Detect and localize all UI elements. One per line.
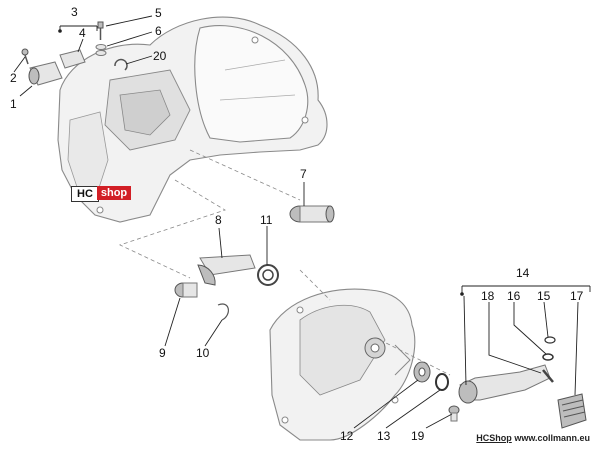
part-8-sector-gear xyxy=(197,254,256,286)
crankcase-lower xyxy=(269,288,416,441)
callout-4: 4 xyxy=(79,26,86,40)
part-4-clamp xyxy=(59,49,86,69)
leader-lines xyxy=(13,15,579,429)
callout-20: 20 xyxy=(153,49,167,63)
callout-16: 16 xyxy=(507,289,521,303)
part-16-washer xyxy=(542,353,554,361)
callout-6: 6 xyxy=(155,24,162,38)
part-1-starter-motor xyxy=(28,61,63,86)
part-19-screw xyxy=(448,405,460,422)
callout-13: 13 xyxy=(377,429,391,443)
footer-credit: HCShop www.collmann.eu xyxy=(476,433,590,443)
part-12-seal xyxy=(413,361,431,383)
callout-19: 19 xyxy=(411,429,425,443)
footer-brand: HCShop xyxy=(476,433,512,443)
callout-17: 17 xyxy=(570,289,584,303)
part-14-kick-lever xyxy=(458,364,551,404)
callout-12: 12 xyxy=(340,429,354,443)
bracket-3 xyxy=(58,25,98,33)
part-2-screw xyxy=(21,48,29,65)
part-9-pinion xyxy=(174,282,198,298)
callout-5: 5 xyxy=(155,6,162,20)
assembly-guide-lines xyxy=(118,149,451,376)
part-18-pin xyxy=(542,369,554,383)
footer-site: www.collmann.eu xyxy=(514,433,590,443)
callout-8: 8 xyxy=(215,213,222,227)
bracket-14 xyxy=(460,285,591,296)
watermark-hc-logo: HC xyxy=(71,186,99,202)
part-11-spring xyxy=(257,264,279,286)
part-20-circlip xyxy=(114,58,128,71)
callout-15: 15 xyxy=(537,289,551,303)
callout-7: 7 xyxy=(300,167,307,181)
part-13-washer xyxy=(435,373,449,391)
part-7-gear-shaft xyxy=(289,205,335,223)
callout-14: 14 xyxy=(516,266,530,280)
part-10-clip xyxy=(217,303,229,321)
callouts: 1 2 3 4 5 6 20 7 8 11 9 10 12 13 19 14 1… xyxy=(10,5,584,443)
part-6-washer xyxy=(95,44,107,56)
part-17-pedal-rubber xyxy=(557,393,587,429)
callout-1: 1 xyxy=(10,97,17,111)
callout-18: 18 xyxy=(481,289,495,303)
callout-2: 2 xyxy=(10,71,17,85)
part-5-bolt xyxy=(97,21,104,40)
part-15-washer xyxy=(544,336,556,344)
watermark-shop-logo: shop xyxy=(97,186,131,200)
callout-10: 10 xyxy=(196,346,210,360)
callout-11: 11 xyxy=(260,213,273,227)
callout-3: 3 xyxy=(71,5,78,19)
callout-9: 9 xyxy=(159,346,166,360)
